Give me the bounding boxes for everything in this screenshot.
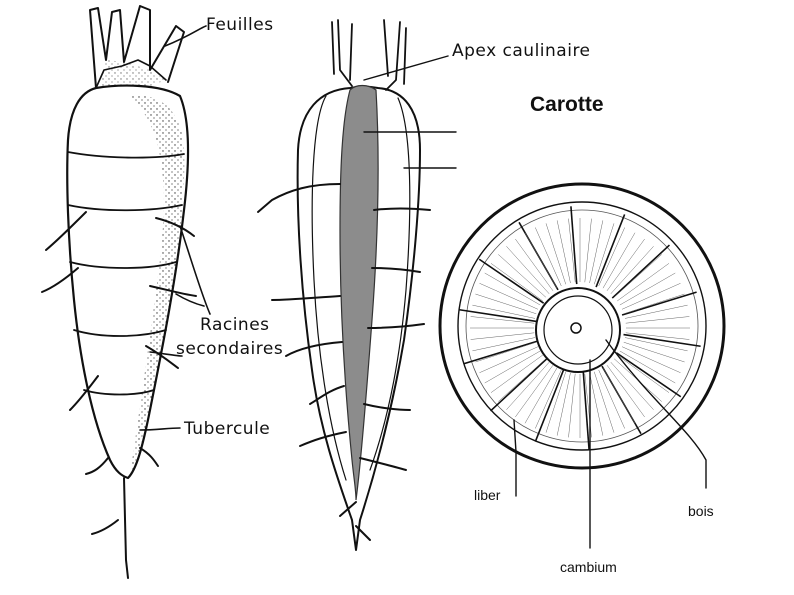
cross-section-fine-ray	[625, 332, 690, 340]
cross-section-fine-rays	[470, 218, 690, 438]
label-secondaires: secondaires	[176, 339, 283, 359]
cross-section-fine-ray	[472, 304, 536, 319]
leader-lines-left	[139, 25, 211, 431]
cross-section-fine-ray	[593, 371, 615, 433]
section-outline	[296, 85, 421, 551]
cross-section-fine-ray	[498, 358, 546, 402]
cross-section-pointers	[513, 339, 707, 549]
cross-section-fine-ray	[545, 223, 567, 285]
cross-section-ray	[463, 340, 539, 365]
cross-section	[438, 182, 726, 549]
label-bois: bois	[688, 503, 714, 519]
leaf-stalks	[89, 5, 185, 89]
cross-section-fine-ray	[584, 218, 592, 283]
cross-section-ray	[489, 357, 549, 412]
cross-section-fine-ray	[535, 227, 562, 287]
cross-section-fine-ray	[515, 365, 554, 418]
cross-section-fine-ray	[621, 283, 681, 310]
cross-section-fine-ray	[556, 220, 571, 284]
section-leaves	[331, 19, 407, 91]
wood-ring	[543, 295, 613, 365]
secondary-roots-external	[41, 211, 197, 535]
cross-section-ray	[595, 214, 626, 288]
cross-section-fine-ray	[535, 369, 562, 429]
cross-section-fine-ray	[568, 373, 576, 438]
cross-section-ray	[582, 371, 590, 450]
cross-section-fine-ray	[624, 337, 688, 352]
cross-section-fine-ray	[606, 238, 645, 291]
cross-section-fine-ray	[598, 369, 625, 429]
external-carrot	[41, 5, 197, 579]
cross-section-fine-ray	[625, 316, 690, 324]
cross-section-fine-ray	[623, 293, 685, 315]
label-apex-caulinaire: Apex caulinaire	[452, 41, 591, 61]
label-feuilles: Feuilles	[206, 15, 274, 35]
cross-section-fine-ray	[472, 337, 536, 352]
cross-section-fine-ray	[598, 227, 625, 287]
cross-section-fine-ray	[610, 362, 654, 410]
cross-section-fine-ray	[589, 372, 604, 436]
label-cambium: cambium	[560, 559, 617, 575]
cross-section-fine-ray	[475, 293, 537, 315]
cross-section-fine-ray	[556, 372, 571, 436]
section-pointers	[363, 55, 457, 169]
cross-section-fine-ray	[498, 254, 546, 298]
cross-section-fine-ray	[524, 367, 558, 424]
cross-section-fine-ray	[479, 283, 539, 310]
cross-section-fine-ray	[524, 232, 558, 289]
cross-section-fine-ray	[619, 350, 676, 384]
pith-center	[570, 322, 582, 334]
cross-section-fine-ray	[623, 341, 685, 363]
cross-section-fine-ray	[610, 246, 654, 294]
carrot-rings	[67, 151, 185, 396]
cross-section-fine-ray	[484, 350, 541, 384]
cross-section-fine-ray	[490, 354, 543, 393]
cross-section-rays	[459, 206, 701, 450]
title-carotte: Carotte	[530, 93, 604, 116]
cross-section-fine-ray	[545, 371, 567, 433]
label-liber: liber	[474, 487, 501, 503]
longitudinal-section	[257, 19, 457, 551]
cross-section-ray	[534, 368, 565, 442]
cross-section-fine-ray	[475, 341, 537, 363]
cross-section-inner-ring	[457, 201, 707, 451]
carrot-body	[66, 84, 190, 480]
cross-section-fine-ray	[614, 254, 662, 298]
cross-section-fine-ray	[619, 272, 676, 306]
secondary-roots-section	[257, 183, 431, 541]
cross-section-ray	[623, 333, 701, 348]
cross-section-fine-ray	[602, 367, 636, 424]
cross-section-fine-ray	[617, 263, 670, 302]
cross-section-fine-ray	[470, 332, 535, 340]
cross-section-fine-ray	[506, 246, 550, 294]
central-core	[339, 84, 379, 501]
cross-section-fine-ray	[568, 218, 576, 283]
cross-section-fine-ray	[479, 346, 539, 373]
tap-root	[123, 477, 129, 579]
label-racines: Racines	[200, 315, 270, 335]
cross-section-ray	[611, 244, 671, 299]
cross-section-ray	[621, 291, 697, 316]
cross-section-ray	[478, 258, 545, 304]
cross-section-fine-ray	[606, 365, 645, 418]
cross-section-fine-ray	[602, 232, 636, 289]
label-tubercule: Tubercule	[183, 419, 270, 439]
cross-section-fine-ray	[490, 263, 543, 302]
cross-section-fine-ray	[624, 304, 688, 319]
cross-section-fine-ray	[470, 316, 535, 324]
cross-section-fine-ray	[589, 220, 604, 284]
cross-section-fine-ray	[506, 362, 550, 410]
cross-section-fine-ray	[621, 346, 681, 373]
cross-section-liber-ring	[465, 209, 699, 443]
cross-section-fine-ray	[617, 354, 670, 393]
cross-section-ray	[570, 206, 578, 285]
cross-section-fine-ray	[593, 223, 615, 285]
cross-section-ray	[459, 308, 537, 323]
cross-section-fine-ray	[484, 272, 541, 306]
cross-section-fine-ray	[515, 238, 554, 291]
cross-section-ray	[615, 352, 682, 398]
